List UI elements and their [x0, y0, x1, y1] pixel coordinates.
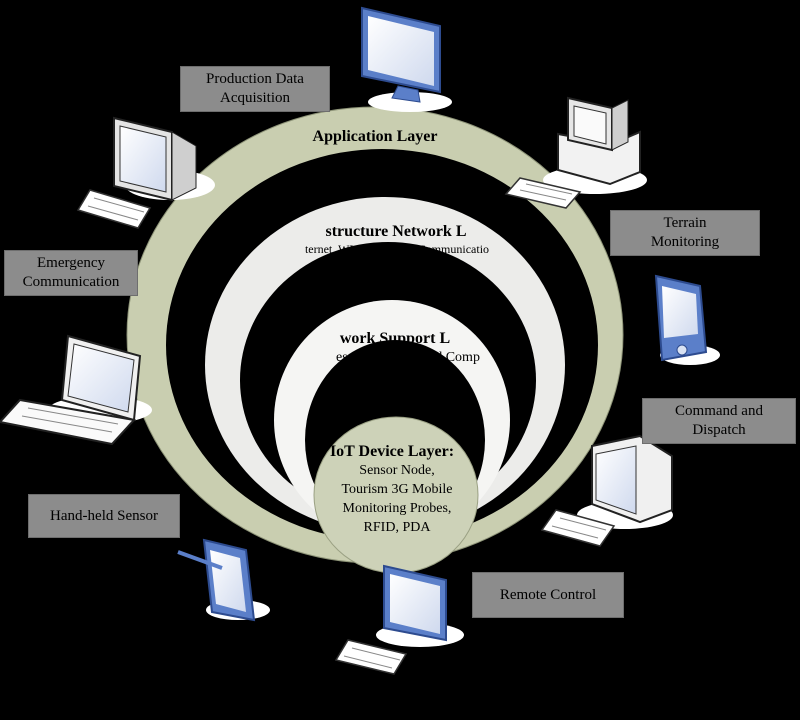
iot-device-line: Monitoring Probes,: [342, 501, 452, 516]
crt-monitor-icon: [540, 434, 673, 547]
monitor-icon: [361, 6, 452, 112]
label-hand-held-sensor: Hand-held Sensor: [28, 494, 180, 538]
label-line: Production Data: [206, 71, 304, 87]
label-line: Remote Control: [499, 586, 597, 603]
iot-device-line: Sensor Node,: [359, 463, 435, 478]
label-remote-control: Remote Control: [472, 572, 624, 618]
iot-device-line: Tourism 3G Mobile: [341, 482, 453, 497]
crt-monitor-icon: [76, 116, 215, 229]
support-layer-line2: P2P, Grid Computing: [330, 369, 452, 384]
label-line: Communication: [22, 274, 120, 290]
label-line: Hand-held Sensor: [50, 507, 158, 524]
label-line: Emergency: [36, 255, 106, 271]
label-production-data-acquisition: Production Data Acquisition: [180, 66, 330, 112]
label-line: Acquisition: [220, 90, 290, 106]
label-line: Monitoring: [650, 234, 720, 250]
infrastructure-layer-subtitle: ternet, WLAN, Mobile Communicatio: [304, 242, 490, 256]
label-terrain-monitoring: Terrain Monitoring: [610, 210, 760, 256]
label-line: Terrain: [663, 215, 707, 231]
laptop-icon: [0, 334, 152, 446]
label-command-and-dispatch: Command and Dispatch: [642, 398, 796, 444]
iot-device-layer-title: IoT Device Layer:: [329, 443, 455, 460]
support-layer-title: work Support L: [339, 330, 451, 347]
desktop-computer-icon: [504, 96, 647, 209]
tablet-icon: [177, 538, 270, 622]
iot-device-line: RFID, PDA: [363, 520, 431, 535]
application-layer-title: Application Layer: [312, 128, 438, 145]
monitor-icon: [334, 564, 464, 675]
infrastructure-layer-title: structure Network L: [325, 223, 467, 240]
layer-rings: [126, 106, 624, 574]
label-emergency-communication: Emergency Communication: [4, 250, 138, 296]
label-line: Dispatch: [692, 422, 746, 438]
support-layer-line1: ess Sensing, Cloud Comp: [336, 350, 480, 365]
pda-icon: [654, 274, 720, 365]
label-line: Command and: [675, 403, 763, 419]
